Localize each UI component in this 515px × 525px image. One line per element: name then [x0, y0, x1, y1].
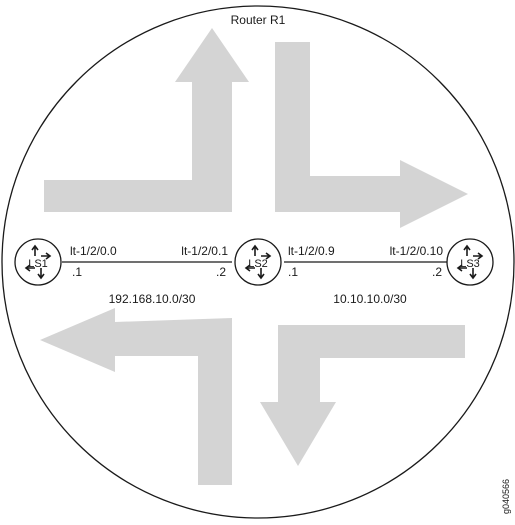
- arrow-left: [40, 308, 232, 485]
- figure-id: g040566: [501, 479, 511, 514]
- arrow-right: [275, 42, 468, 228]
- host-id-ls2-left: .2: [216, 265, 226, 279]
- host-id-ls2-right: .1: [288, 265, 298, 279]
- host-id-ls1: .1: [72, 265, 82, 279]
- host-id-ls3: .2: [432, 265, 442, 279]
- device-label-ls1: LS1: [28, 258, 48, 270]
- subnet-label-right: 10.10.10.0/30: [333, 292, 407, 306]
- router-title: Router R1: [231, 13, 286, 27]
- subnet-label-left: 192.168.10.0/30: [109, 292, 196, 306]
- arrow-up: [44, 28, 249, 212]
- router-icon: [234, 238, 282, 286]
- interface-label-ls2-right: lt-1/2/0.9: [288, 244, 335, 258]
- interface-label-ls1: lt-1/2/0.0: [70, 244, 117, 258]
- router-ls2: LS2: [234, 238, 282, 286]
- flow-arrows: [40, 28, 468, 485]
- arrow-down: [260, 325, 465, 466]
- router-ls3: LS3: [446, 238, 494, 286]
- router-ls1: LS1: [14, 238, 62, 286]
- interface-label-ls3: lt-1/2/0.10: [390, 244, 444, 258]
- device-label-ls3: LS3: [460, 258, 480, 270]
- device-label-ls2: LS2: [248, 258, 268, 270]
- router-icon: [446, 238, 494, 286]
- interface-label-ls2-left: lt-1/2/0.1: [181, 244, 228, 258]
- router-icon: [14, 238, 62, 286]
